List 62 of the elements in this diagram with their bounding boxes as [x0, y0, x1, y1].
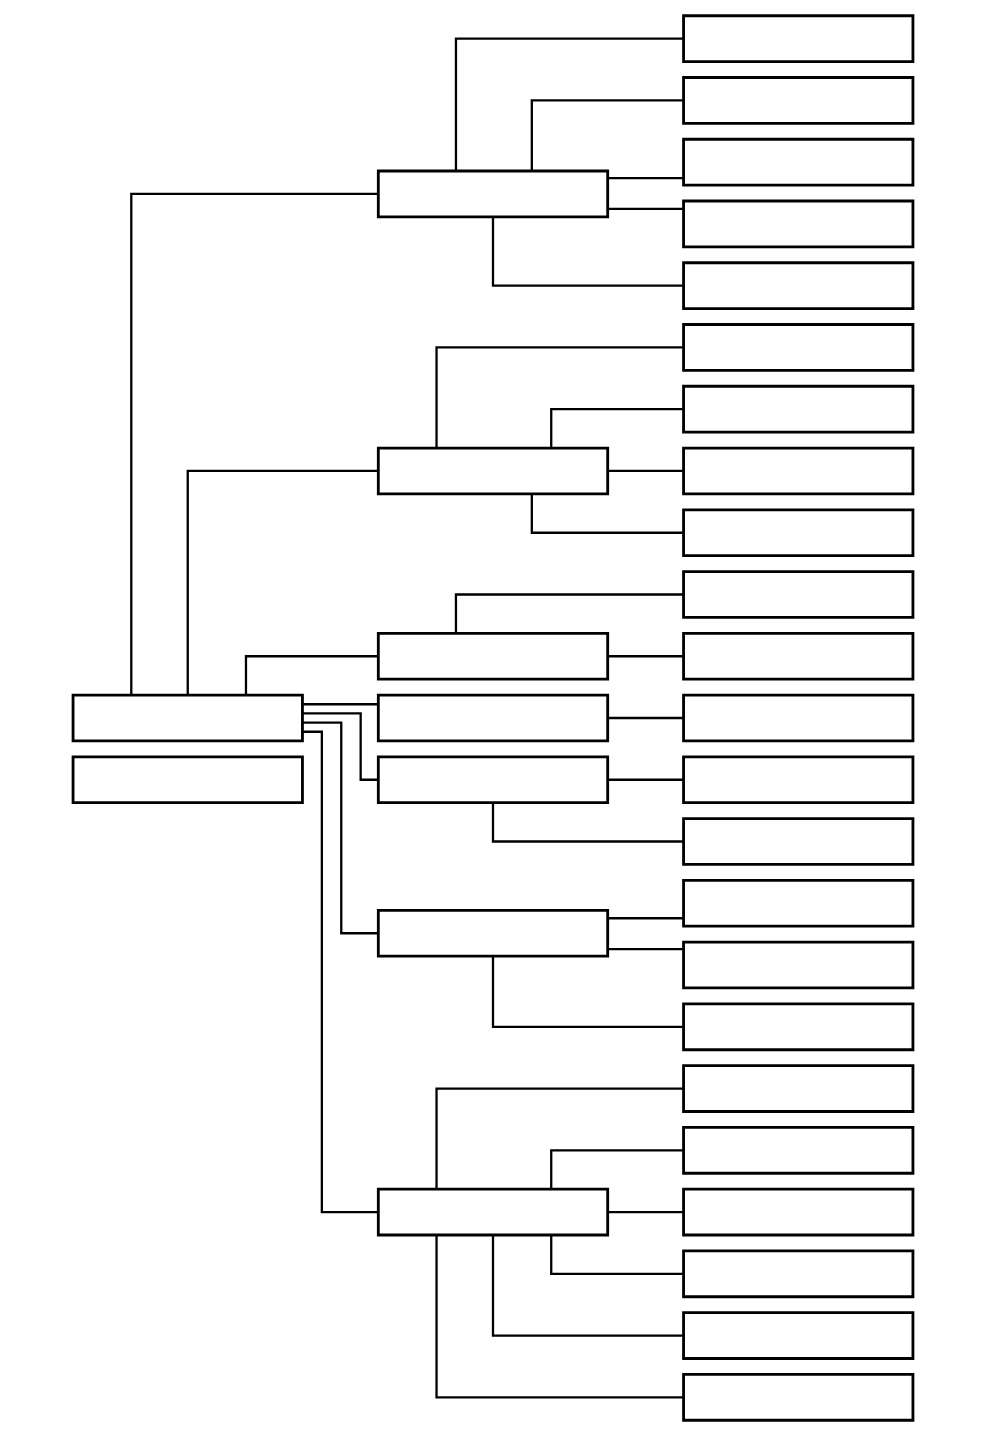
connector	[530, 99, 683, 171]
node-box	[681, 1372, 914, 1422]
node-box	[681, 631, 914, 681]
node-box	[71, 755, 304, 805]
connector	[549, 1235, 683, 1275]
connector	[491, 1235, 683, 1337]
connector	[607, 176, 683, 180]
node-box	[376, 908, 609, 958]
node-box	[376, 169, 609, 219]
node-box	[681, 1064, 914, 1113]
node-box	[681, 755, 914, 805]
connector	[434, 346, 683, 448]
connector	[302, 712, 378, 781]
node-box	[681, 878, 914, 928]
connector	[607, 1210, 683, 1214]
connector	[549, 408, 683, 448]
connector	[434, 1235, 683, 1399]
node-box	[681, 446, 914, 496]
connector	[607, 207, 683, 211]
connector	[491, 217, 683, 287]
node-box	[681, 817, 914, 866]
connector	[607, 948, 683, 951]
node-box	[681, 261, 914, 311]
connector	[491, 956, 683, 1028]
node-box	[681, 1249, 914, 1299]
node-box	[681, 1187, 914, 1237]
connector	[607, 917, 683, 920]
connector	[434, 1087, 683, 1189]
node-box	[376, 446, 609, 496]
node-box	[681, 384, 914, 434]
node-box	[376, 755, 609, 805]
connector	[607, 469, 683, 473]
node-box	[681, 14, 914, 64]
node-box	[681, 323, 914, 372]
connector	[491, 802, 683, 843]
node-box	[681, 137, 914, 187]
node-box	[681, 1311, 914, 1360]
node-box	[376, 1187, 609, 1237]
connector	[244, 655, 378, 695]
node-box	[681, 570, 914, 619]
connector	[607, 716, 683, 720]
node-box	[376, 693, 609, 743]
connector	[607, 778, 683, 781]
node-box	[681, 199, 914, 249]
node-box	[681, 1125, 914, 1175]
connector	[549, 1149, 683, 1190]
connector	[302, 721, 378, 935]
connector	[530, 493, 683, 534]
node-box	[681, 940, 914, 990]
node-box	[681, 1002, 914, 1052]
node-box	[681, 76, 914, 125]
connector	[454, 593, 683, 634]
connector	[302, 703, 378, 706]
connector	[607, 655, 683, 658]
node-box	[376, 631, 609, 681]
connector	[186, 469, 378, 695]
connector	[454, 37, 683, 171]
connector	[129, 192, 378, 695]
node-box	[71, 693, 304, 743]
node-box	[681, 693, 914, 743]
node-box	[681, 508, 914, 558]
connector	[302, 730, 378, 1214]
